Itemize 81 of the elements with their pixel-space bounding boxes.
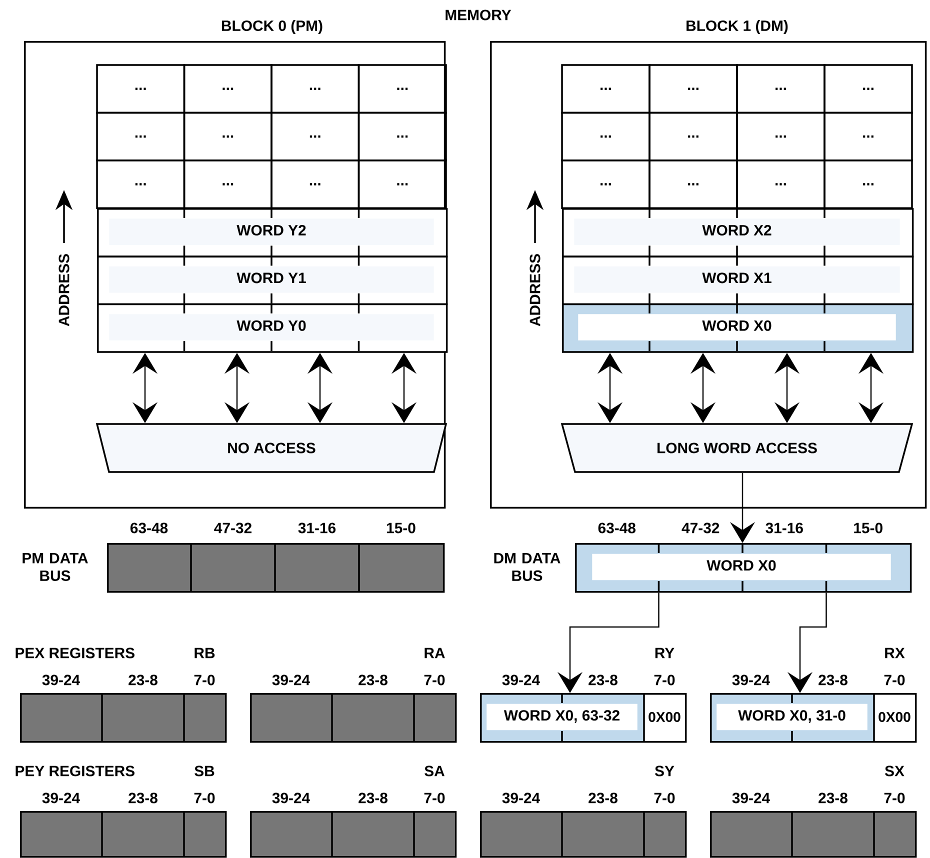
- memory-cell: ...: [183, 112, 272, 162]
- group-label: PEY REGISTERS: [16, 766, 134, 776]
- bit-range-label: 39-24: [42, 792, 80, 804]
- block-heading: BLOCK 1 (DM): [686, 20, 788, 34]
- bit-range-label: 39-24: [732, 674, 770, 686]
- memory-cell: ...: [96, 160, 186, 209]
- register-name: RB: [194, 648, 215, 658]
- bit-range-label: 63-48: [598, 522, 636, 534]
- bit-range-label: 23-8: [818, 674, 848, 686]
- memory-cell: ...: [270, 160, 360, 209]
- memory-cell: ...: [824, 64, 913, 114]
- register-name: SY: [654, 766, 674, 776]
- bit-range-label: 23-8: [588, 792, 618, 804]
- bit-range-label: 7-0: [654, 792, 675, 804]
- bit-range-label: 39-24: [502, 674, 540, 686]
- bit-range-label: 15-0: [387, 522, 416, 534]
- register-name: RA: [424, 648, 445, 658]
- memory-cell: ...: [736, 64, 826, 114]
- bit-range-label: 23-8: [818, 792, 848, 804]
- memory-row: WORD Y0: [97, 303, 448, 353]
- bit-range-label: 23-8: [358, 674, 388, 686]
- bit-range-label: 15-0: [854, 522, 882, 534]
- memory-cell: ...: [183, 64, 272, 114]
- bit-range-label: 7-0: [654, 674, 675, 686]
- title: MEMORY: [446, 10, 512, 20]
- bit-range-label: 63-48: [130, 522, 168, 534]
- register-name: RY: [655, 648, 674, 658]
- memory-cell: ...: [358, 112, 447, 162]
- memory-cell: ...: [270, 64, 360, 114]
- memory-row: WORD Y2: [97, 208, 448, 258]
- register-name: RX: [885, 648, 905, 658]
- memory-cell: ...: [561, 64, 650, 114]
- bit-range-label: 23-8: [128, 674, 158, 686]
- memory-cell: ...: [270, 112, 360, 162]
- bit-range-label: 7-0: [884, 674, 905, 686]
- memory-row: WORD X1: [562, 256, 914, 306]
- register-box: WORD X0, 31-0 0X00: [710, 693, 917, 743]
- bit-range-label: 31-16: [298, 522, 336, 534]
- memory-cell: ...: [561, 112, 650, 162]
- memory-cell: ...: [824, 112, 913, 162]
- memory-row: WORD X0: [562, 303, 914, 353]
- bit-range-label: 39-24: [42, 674, 80, 686]
- memory-cell: ...: [736, 160, 826, 209]
- register-box: WORD X0, 63-32 0X00: [480, 693, 687, 743]
- block-heading: BLOCK 0 (PM): [222, 20, 322, 34]
- bit-range-label: 39-24: [502, 792, 540, 804]
- bit-range-label: 7-0: [194, 674, 215, 686]
- register-name: SX: [884, 766, 904, 776]
- bit-range-label: 7-0: [884, 792, 905, 804]
- memory-cell: ...: [736, 112, 826, 162]
- memory-cell: ...: [648, 64, 738, 114]
- group-label: PEX REGISTERS: [16, 648, 134, 658]
- bit-range-label: 39-24: [732, 792, 770, 804]
- memory-cell: ...: [96, 112, 186, 162]
- memory-cell: ...: [358, 64, 447, 114]
- bit-range-label: 39-24: [272, 792, 310, 804]
- memory-row: WORD Y1: [97, 256, 448, 306]
- memory-cell: ...: [648, 112, 738, 162]
- bit-range-label: 39-24: [272, 674, 310, 686]
- bit-range-label: 31-16: [766, 522, 803, 534]
- bit-range-label: 23-8: [588, 674, 618, 686]
- data-bus: PM DATA BUS: [22, 543, 445, 593]
- memory-row: WORD X2: [562, 208, 914, 258]
- memory-cell: ...: [824, 160, 913, 209]
- bit-range-label: 7-0: [194, 792, 215, 804]
- data-bus: DM DATA BUS WORD X0: [494, 543, 912, 593]
- bit-range-label: 47-32: [214, 522, 252, 534]
- axis-label: ADDRESS: [58, 254, 70, 326]
- axis-label: ADDRESS: [530, 254, 540, 326]
- memory-cell: ...: [183, 160, 272, 209]
- register-name: SB: [194, 766, 214, 776]
- bit-range-label: 7-0: [424, 792, 445, 804]
- register-name: SA: [424, 766, 444, 776]
- bit-range-label: 7-0: [424, 674, 445, 686]
- memory-cell: ...: [358, 160, 447, 209]
- memory-cell: ...: [648, 160, 738, 209]
- bit-range-label: 47-32: [682, 522, 720, 534]
- memory-cell: ...: [96, 64, 186, 114]
- memory-cell: ...: [561, 160, 650, 209]
- bit-range-label: 23-8: [358, 792, 388, 804]
- bit-range-label: 23-8: [128, 792, 158, 804]
